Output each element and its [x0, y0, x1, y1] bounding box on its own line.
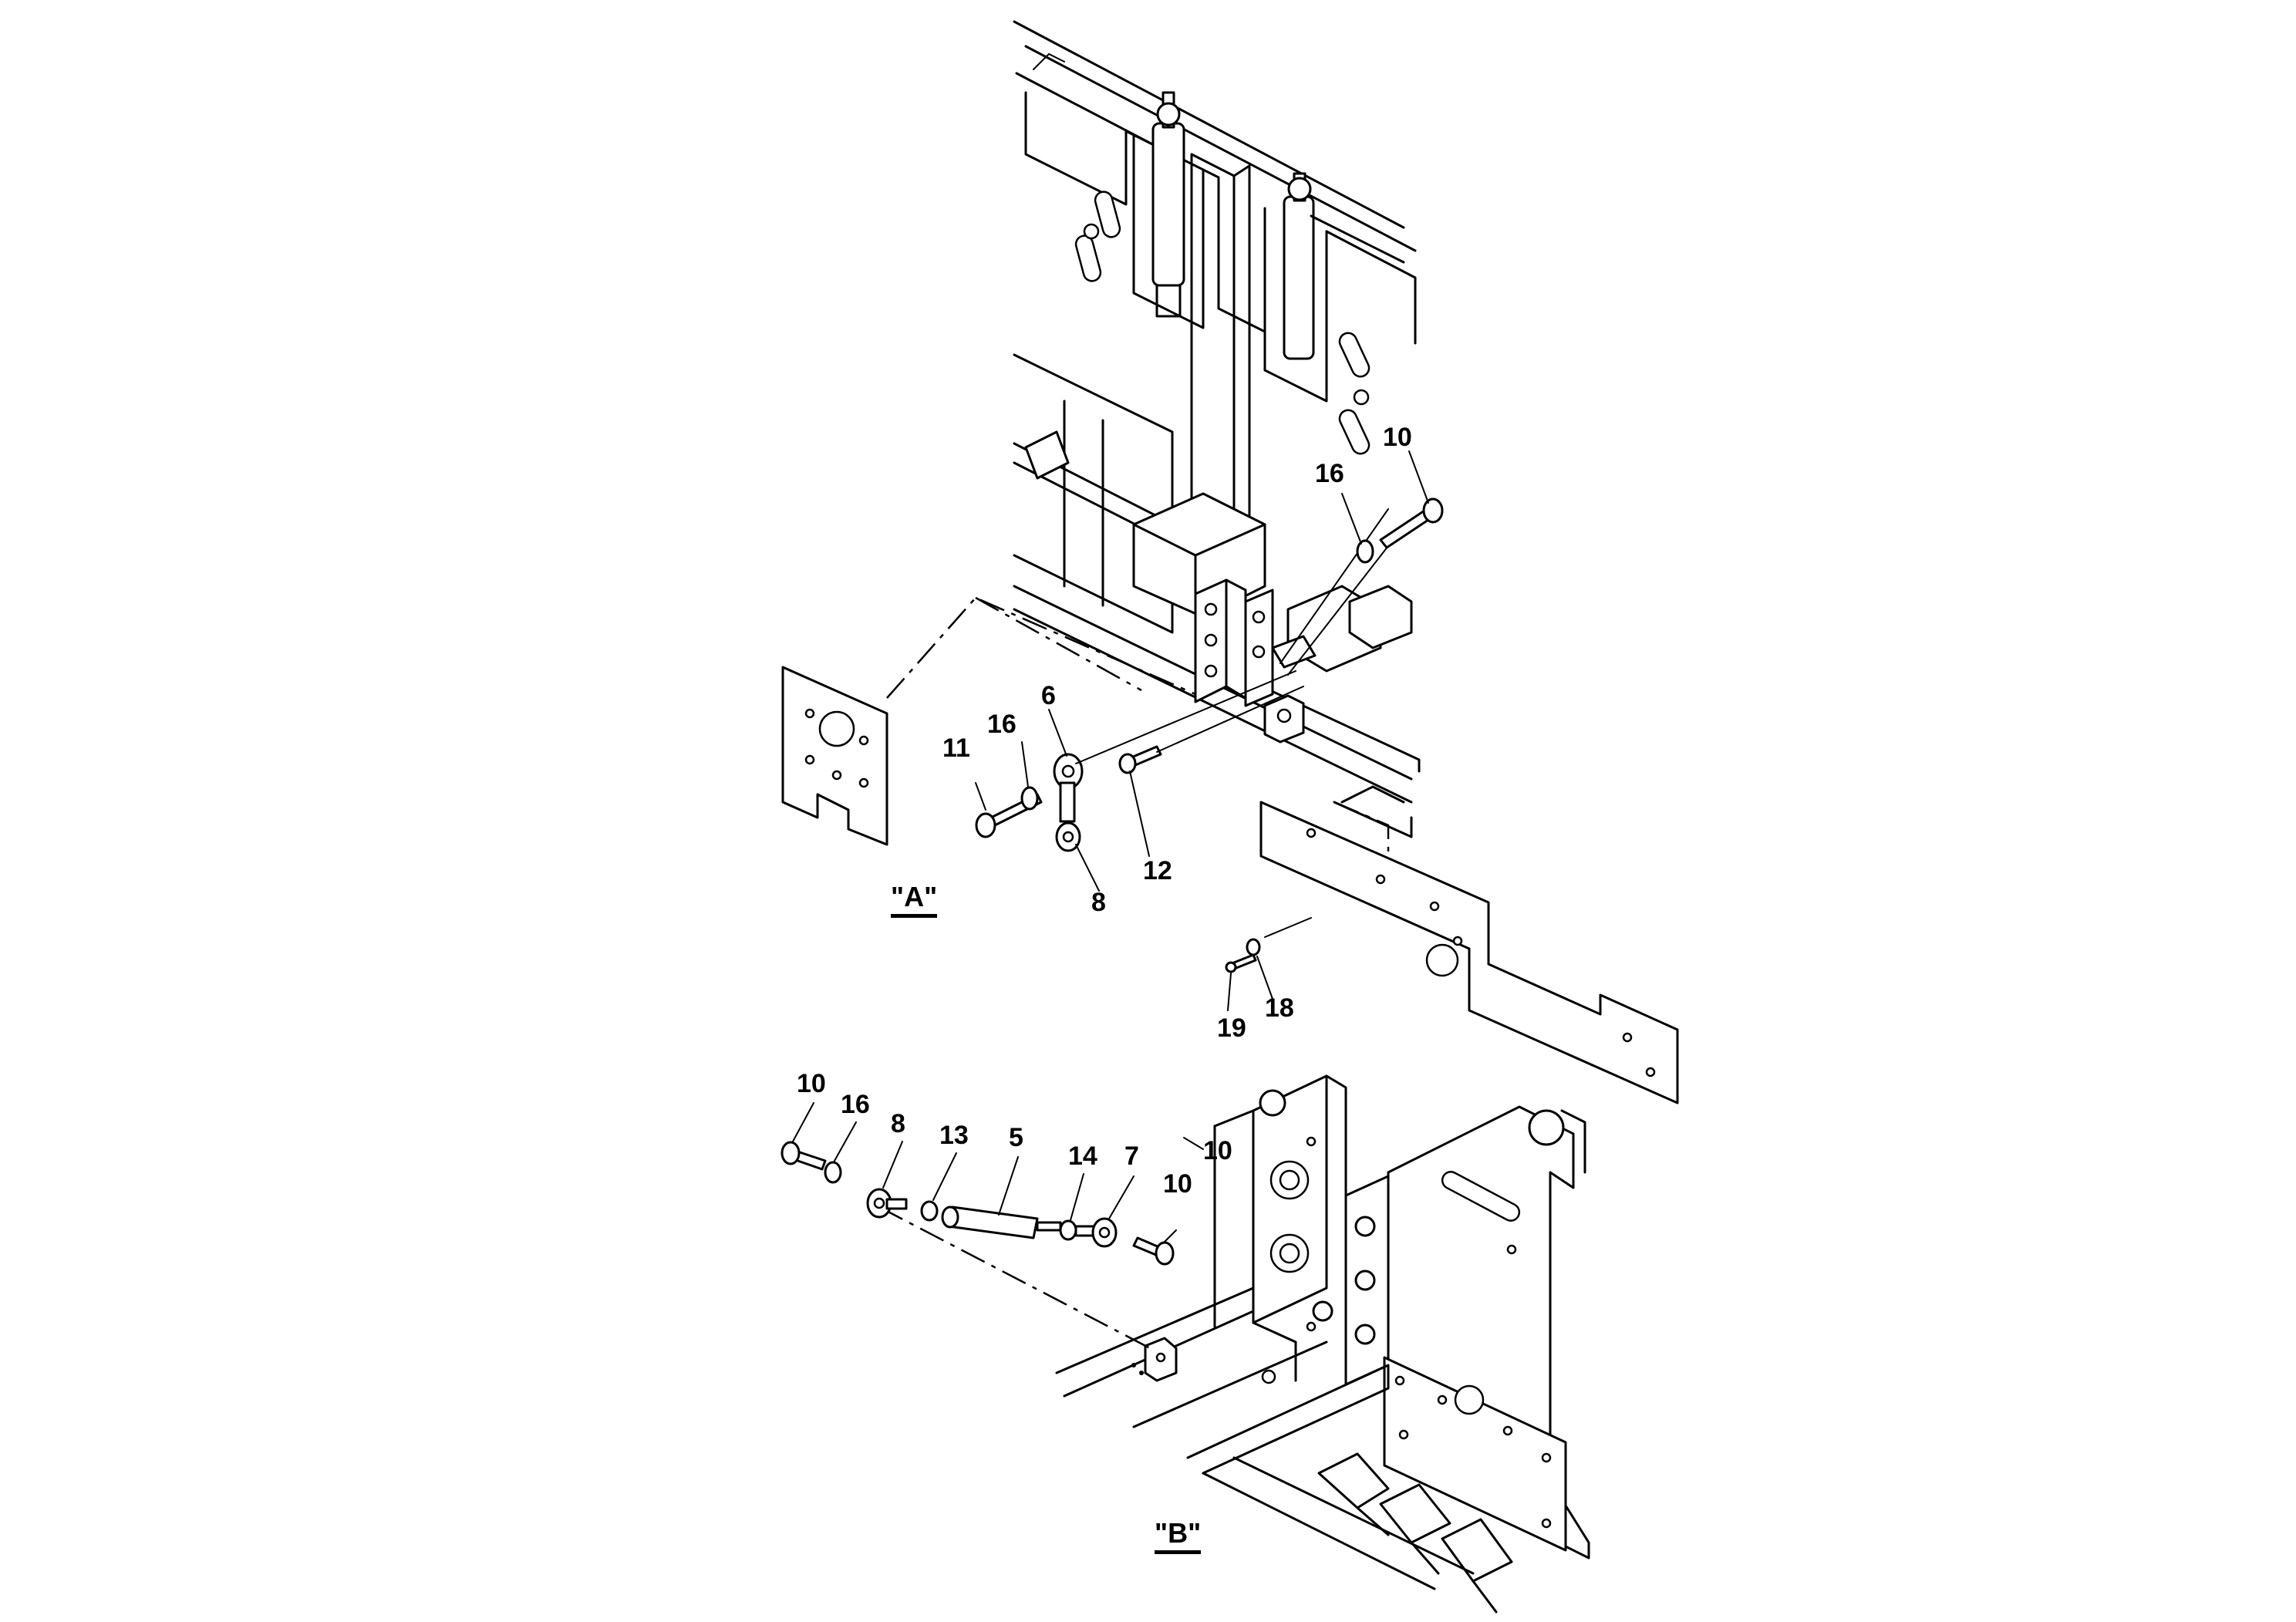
view-label-b: "B" — [1155, 1519, 1202, 1554]
cover-plate-a — [1259, 801, 1679, 1104]
rod-end-6 — [1053, 753, 1084, 823]
callout-10-a: 10 — [1383, 423, 1412, 452]
callout-7: 7 — [1124, 1141, 1139, 1171]
bolt-10-a — [1379, 497, 1444, 549]
callout-8-a: 8 — [1091, 888, 1106, 917]
callout-13: 13 — [939, 1121, 969, 1150]
bolt-10-b2 — [1132, 1236, 1175, 1266]
pin-12 — [1118, 745, 1162, 774]
washer-16-c — [824, 1161, 842, 1184]
callout-10-b3: 10 — [1203, 1136, 1232, 1165]
leaders-a — [975, 450, 1429, 1011]
gas-cylinder-upper-right — [1263, 172, 1328, 403]
callout-10-b2: 10 — [1163, 1169, 1192, 1199]
callout-16-b: 16 — [987, 710, 1017, 739]
gas-cylinder-upper-left — [1132, 91, 1205, 329]
rod-end-7 — [1074, 1217, 1118, 1248]
bolt-10-b1 — [781, 1141, 827, 1171]
washer-18 — [1246, 938, 1261, 956]
washer-16-a — [1020, 786, 1039, 811]
callout-5: 5 — [1009, 1123, 1023, 1152]
leaders-b — [792, 1102, 1204, 1244]
mounting-pad-b — [1144, 1337, 1178, 1382]
callout-16-c: 16 — [841, 1090, 870, 1119]
callout-19: 19 — [1217, 1013, 1246, 1043]
callout-12: 12 — [1143, 856, 1172, 885]
callout-8-b: 8 — [891, 1109, 905, 1138]
view-label-a: "A" — [891, 883, 938, 918]
rod-end-8-a — [1055, 821, 1081, 852]
view-a-frame — [1013, 20, 1421, 838]
view-b-frame — [1055, 1074, 1590, 1614]
callout-10-b1: 10 — [797, 1069, 826, 1098]
washer-16-b — [1356, 539, 1374, 564]
callout-18: 18 — [1265, 993, 1294, 1023]
bracket-plates-a — [1194, 578, 1274, 707]
callout-16-a: 16 — [1315, 459, 1344, 488]
callout-14: 14 — [1068, 1141, 1097, 1171]
screw-19 — [1225, 953, 1257, 973]
gas-strut-5 — [941, 1206, 1062, 1239]
nut-13 — [920, 1200, 939, 1222]
callout-11: 11 — [942, 733, 970, 763]
side-plate-a — [781, 666, 888, 846]
callout-6: 6 — [1041, 681, 1056, 710]
rod-end-8-b — [866, 1188, 908, 1219]
nut-14 — [1059, 1219, 1077, 1241]
